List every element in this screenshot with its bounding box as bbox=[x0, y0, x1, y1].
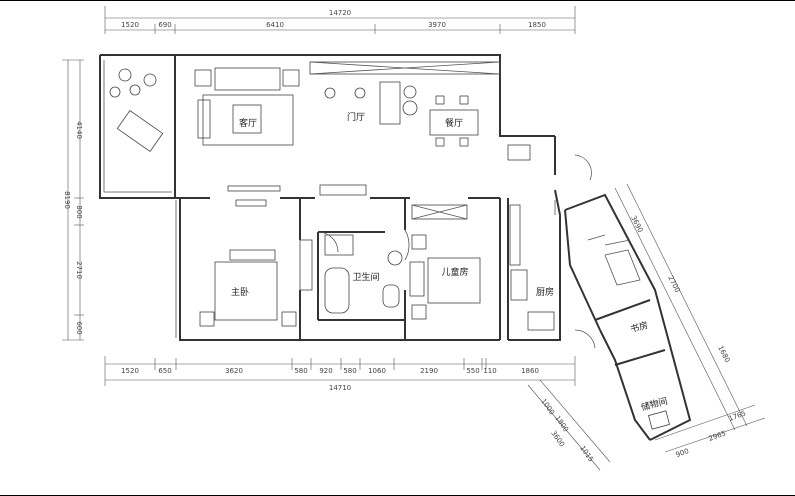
dimension-left: 8190 4140 800 2710 600 bbox=[62, 59, 84, 341]
dimension-top: 14720 1520 690 6410 3970 1850 bbox=[104, 6, 576, 34]
dim-bottom-seg: 1060 bbox=[368, 367, 386, 375]
dim-angled-right: 3690 bbox=[629, 214, 644, 234]
room-label-hall: 门厅 bbox=[347, 111, 365, 123]
dimension-bottom: 1520 650 3620 580 920 580 1060 2190 550 … bbox=[104, 356, 576, 392]
dim-angled-left: 1000 bbox=[539, 397, 556, 416]
dim-bottom-seg: 920 bbox=[319, 367, 332, 375]
dim-bottom-seg: 1860 bbox=[521, 367, 539, 375]
dim-top-seg: 6410 bbox=[266, 21, 284, 29]
dim-top-seg: 690 bbox=[158, 21, 171, 29]
dim-bottom-total: 14710 bbox=[329, 384, 351, 392]
dim-bottom-seg: 110 bbox=[483, 367, 496, 375]
room-label-storage: 储物间 bbox=[640, 395, 669, 414]
room-label-study: 书房 bbox=[629, 319, 650, 335]
dim-top-total: 14720 bbox=[329, 9, 351, 17]
dim-left-seg: 600 bbox=[75, 321, 83, 334]
dim-left-seg: 800 bbox=[75, 205, 83, 218]
dim-left-seg: 4140 bbox=[75, 121, 83, 139]
dim-left-seg: 2710 bbox=[75, 261, 83, 279]
room-label-master: 主卧 bbox=[231, 286, 249, 298]
dim-left-total: 8190 bbox=[63, 191, 71, 209]
dim-angled-right: 2700 bbox=[666, 274, 681, 294]
dim-bottom-seg: 650 bbox=[158, 367, 171, 375]
room-label-child: 儿童房 bbox=[441, 266, 468, 278]
dim-bottom-seg: 3620 bbox=[225, 367, 243, 375]
dim-bottom-seg: 580 bbox=[294, 367, 307, 375]
dim-angled-right: 2965 bbox=[708, 429, 727, 443]
dim-bottom-seg: 1520 bbox=[121, 367, 139, 375]
dim-bottom-seg: 550 bbox=[466, 367, 479, 375]
room-label-dining: 餐厅 bbox=[445, 117, 463, 129]
dim-bottom-seg: 580 bbox=[343, 367, 356, 375]
dim-top-seg: 3970 bbox=[428, 21, 446, 29]
room-label-living: 客厅 bbox=[239, 117, 257, 129]
furniture bbox=[109, 61, 596, 349]
dim-top-seg: 1520 bbox=[121, 21, 139, 29]
room-label-kitchen: 厨房 bbox=[536, 286, 554, 298]
dim-angled-right: 900 bbox=[675, 447, 690, 459]
room-label-bath: 卫生间 bbox=[352, 271, 379, 283]
dim-angled-right: 1680 bbox=[716, 344, 731, 364]
dim-bottom-seg: 2190 bbox=[420, 367, 438, 375]
dim-angled-left: 1015 bbox=[578, 444, 595, 463]
walls bbox=[99, 54, 561, 341]
dim-top-seg: 1850 bbox=[528, 21, 546, 29]
